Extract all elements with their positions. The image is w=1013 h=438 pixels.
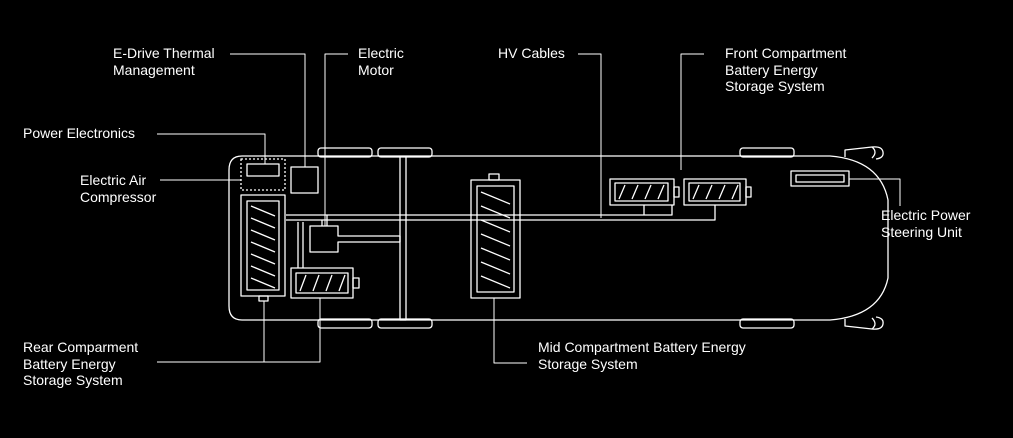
motor-feed [321,215,328,226]
bus-body [228,155,889,321]
rear-battery-tall [240,194,286,302]
front-battery-2 [683,178,752,206]
power-electronics-enclosure [240,158,286,191]
leader-lines [157,53,901,364]
mirror-top [844,146,884,160]
leader-steering [849,178,901,206]
label-hv-cables: HV Cables [498,45,565,61]
mirror-bottom-inner [871,317,876,330]
label-front-bess: Front Compartment Battery Energy Storage… [725,45,847,94]
label-power-electronics: Power Electronics [23,125,136,141]
label-steering-unit: Electric Power Steering Unit [881,207,971,240]
rear-battery-small [290,267,360,299]
wheel-rear-bottom [317,318,373,329]
leader-motor [324,53,348,226]
leader-power-electronics [157,133,266,164]
steering-unit [790,170,850,187]
leader-mid-bess [493,298,527,364]
label-air-compressor: Electric Air Compressor [80,172,157,205]
hv-cable [286,205,716,221]
leader-thermal [230,53,306,167]
mid-battery [470,173,521,299]
leader-hv [578,53,602,218]
label-electric-motor: Electric Motor [358,45,404,78]
mirror-bottom [844,316,884,330]
leader-rear-bess [157,298,321,363]
label-thermal-management: E-Drive Thermal Management [113,45,215,78]
thermal-management-unit [290,166,319,194]
wheel-front-bottom [739,318,795,329]
label-mid-bess: Mid Compartment Battery Energy Storage S… [538,339,746,372]
electric-motor [309,225,401,253]
leader-front-bess [680,53,704,170]
wheel-rear2-top [377,147,433,158]
power-electronics-unit [246,163,280,177]
mirror-top-inner [871,146,876,159]
wheel-rear-top [317,147,373,158]
front-battery-1 [609,178,680,206]
wheel-front-top [739,147,795,158]
wheels [317,147,795,329]
mirrors [844,146,884,330]
wheel-rear2-bottom [377,318,433,329]
thermal-loop [297,222,304,268]
drive-shaft [399,156,407,321]
label-rear-bess: Rear Comparment Battery Energy Storage S… [23,339,139,388]
